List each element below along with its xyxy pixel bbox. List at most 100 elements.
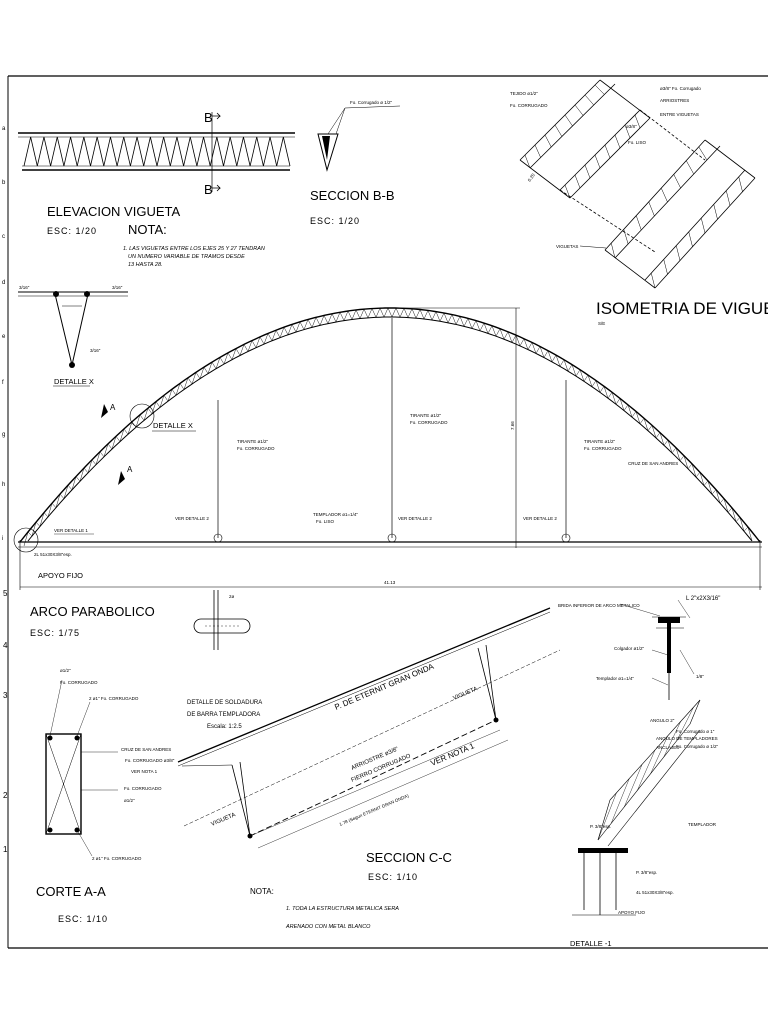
truss-member (659, 432, 665, 446)
d1-templador: Templador ø1=1/4" (596, 676, 634, 681)
truss-member (634, 114, 641, 129)
truss-member (63, 136, 71, 167)
corte-aa-bottom: 2 ø1" Fo. CORRUGADO (92, 856, 142, 861)
truss-member (597, 792, 617, 841)
d1-plate: P. 3/8"esp. (590, 824, 611, 829)
truss-member (688, 231, 693, 247)
truss-member (698, 146, 708, 161)
isometria-title: ISOMETRIA DE VIGUETA (596, 299, 768, 318)
truss-member (599, 386, 605, 393)
arco-ver-detalle-1: VER DETALLE 1 (54, 528, 88, 533)
truss-member (255, 336, 261, 348)
truss-member (163, 136, 171, 167)
arco-scale: ESC: 1/75 (30, 628, 80, 638)
iso-label-viguetas: VIGUETAS (556, 244, 578, 249)
truss-member (715, 489, 721, 504)
arco-detalle-x-label: DETALLE X (153, 421, 193, 430)
truss-member (507, 331, 513, 343)
truss-member (235, 348, 241, 356)
truss-member (695, 472, 701, 478)
truss-member (403, 308, 409, 318)
truss-member (355, 309, 361, 319)
truss-member (263, 333, 269, 345)
truss-member (123, 136, 131, 167)
detalle-x-weld: 3/16" (19, 285, 30, 290)
d1-plate: P. 3/8"esp. (636, 870, 657, 875)
truss-member (236, 136, 244, 167)
truss-member (115, 436, 121, 442)
truss-member (23, 531, 29, 547)
truss-member (343, 310, 349, 321)
arco-tirante-sub: Fo. CORRUGADO (410, 420, 448, 425)
detalle-soldadura: 2ø DETALLE DE SOLDADURA DE BARRA TEMPLAD… (187, 590, 262, 730)
d1-iso: TEMPLADOR (688, 822, 717, 827)
truss-member (731, 507, 737, 522)
cc-title: SECCION C-C (366, 850, 452, 865)
truss-member (209, 136, 218, 167)
truss-member (615, 398, 621, 405)
truss-member (511, 335, 517, 343)
truss-member (591, 380, 597, 387)
soldadura-dim: 2ø (229, 594, 235, 599)
truss-member (147, 407, 153, 414)
truss-member (269, 136, 278, 167)
corte-aa-title: CORTE A-A (36, 884, 106, 899)
truss-member (475, 320, 481, 331)
d1-iso: Fo. Corrugado ø 1" (676, 729, 715, 734)
corte-aa-mid: CRUZ DE SAN ANDRES (121, 747, 171, 752)
truss-member (651, 273, 656, 289)
arco-tirante-sub: Fo. CORRUGADO (584, 446, 622, 451)
truss-member (647, 425, 653, 431)
truss-member (151, 401, 157, 414)
d1-plate: 4L 51x30X3/8"esp. (636, 890, 674, 895)
truss-member (574, 174, 581, 189)
truss-member (319, 315, 325, 326)
truss-member (223, 136, 231, 167)
soldadura-scale: Escala: 1:2.5 (207, 724, 242, 730)
truss-member (231, 348, 237, 360)
truss-member (451, 314, 457, 325)
truss-member (515, 335, 521, 346)
truss-member (367, 308, 373, 318)
truss-member (611, 243, 616, 259)
arco-tirante: TIRANTE ø1/2" (237, 439, 269, 444)
truss-member (375, 308, 381, 318)
truss-member (663, 721, 681, 758)
truss-member (47, 503, 53, 517)
truss-member (707, 480, 713, 495)
truss-member (203, 367, 209, 374)
truss-member (130, 136, 138, 167)
detalle-x-weld: 3/16" (90, 348, 101, 353)
d1-iso: Fo. Corrugado ø 1/2" (676, 744, 719, 749)
truss-member (614, 134, 621, 149)
truss-member (95, 451, 101, 465)
d1-iso: ANCLAJES (656, 745, 679, 750)
truss-member (544, 134, 552, 148)
truss-member (431, 311, 437, 321)
arco-apoyo: APOYO FIJO (38, 571, 83, 580)
truss-member (523, 338, 529, 350)
truss-member (251, 340, 257, 348)
truss-member (90, 136, 98, 167)
d1-title: DETALLE -1 (570, 939, 612, 948)
truss-member (459, 316, 465, 327)
truss-member (279, 327, 285, 338)
truss-member (256, 136, 264, 167)
d1-apoyo: APOYO FIJO (618, 910, 646, 915)
truss-member (295, 321, 301, 333)
arco-tirante-sub: Fo. CORRUGADO (237, 446, 275, 451)
truss-member (637, 749, 656, 791)
arco-ver-detalle-2: VER DETALLE 2 (398, 516, 432, 521)
arco-span: 41.13 (384, 580, 396, 585)
truss-member (110, 136, 118, 167)
truss-member (196, 136, 204, 167)
truss-member (131, 421, 137, 428)
truss-member (119, 428, 125, 442)
seccion-bb: Fo. Corrugado ø 1/2" SECCION B-B ESC: 1/… (310, 100, 401, 226)
truss-member (183, 377, 189, 390)
truss-member (83, 136, 91, 167)
truss-member (663, 439, 669, 446)
border-tick: 5 (3, 589, 8, 598)
truss-member (447, 314, 453, 323)
truss-member (535, 346, 541, 354)
